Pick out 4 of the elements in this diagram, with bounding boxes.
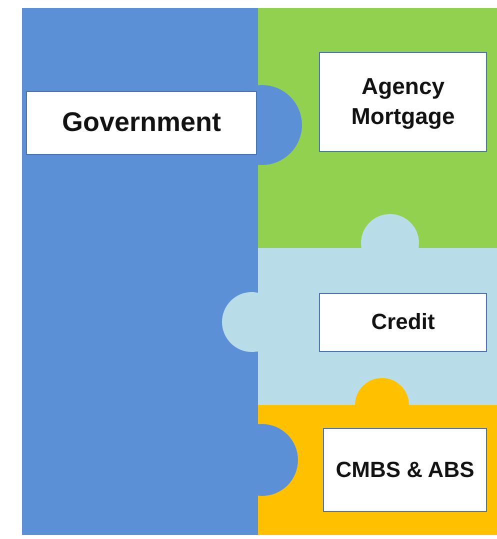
label-box: Credit [319,293,487,352]
label-box: Agency Mortgage [319,52,487,152]
label-box: Government [26,91,257,155]
label-box: CMBS & ABS [323,428,487,512]
